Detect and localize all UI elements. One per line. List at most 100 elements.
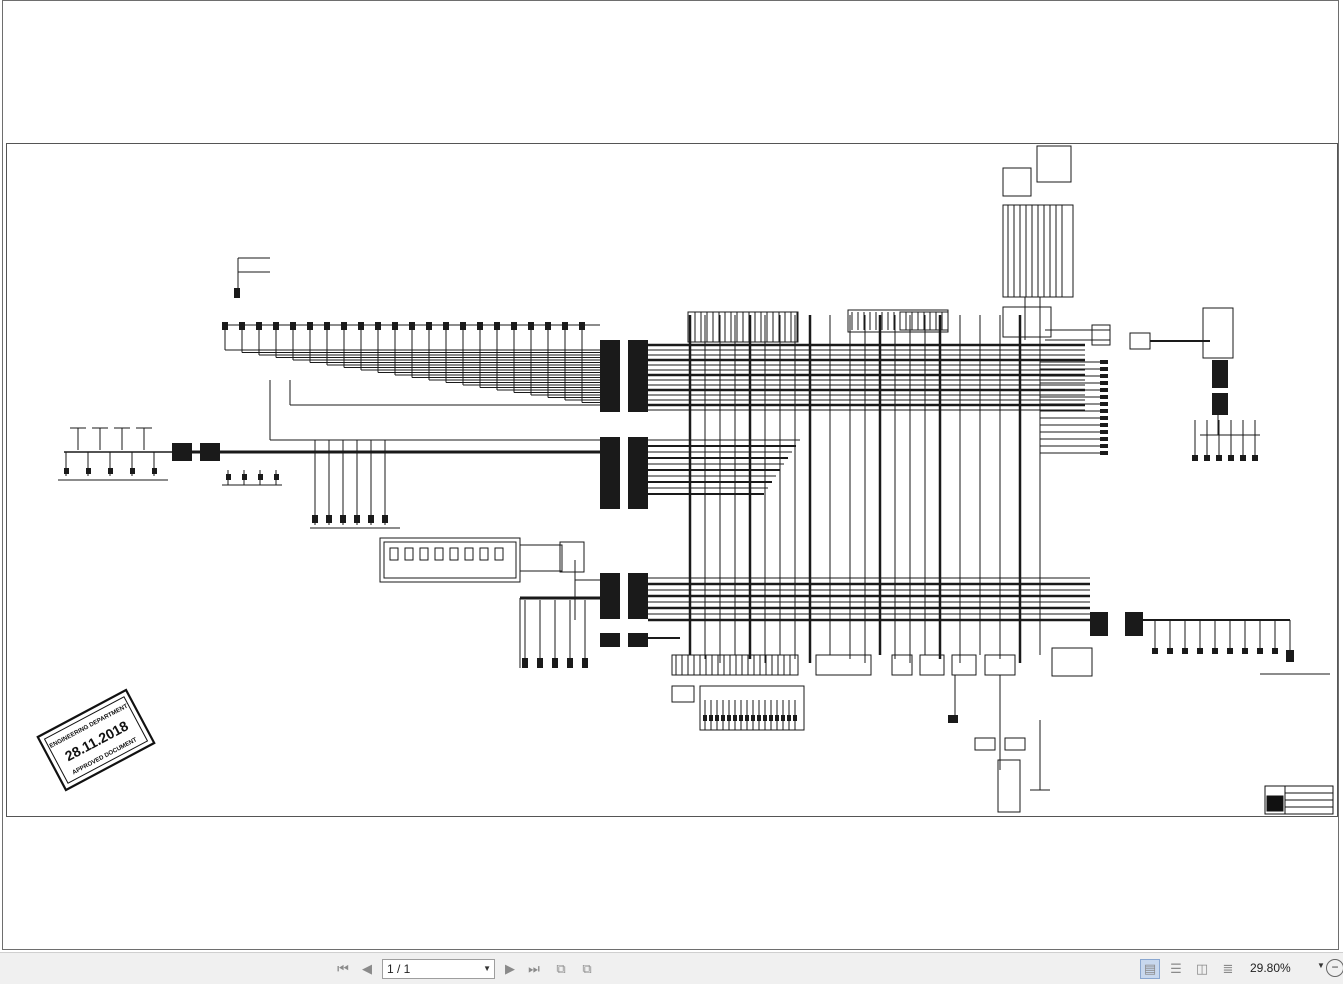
component-box [559, 541, 585, 573]
first-page-icon[interactable]: ⏮ [337, 961, 349, 977]
page-number-field[interactable]: 1 / 1 ▼ [382, 959, 495, 979]
component-box [1002, 204, 1074, 298]
component-box [537, 658, 543, 668]
component-box [699, 685, 805, 731]
component-box [951, 654, 977, 676]
component-box [984, 654, 1016, 676]
component-box [1051, 647, 1093, 677]
component-box [383, 541, 517, 579]
component-box [443, 322, 449, 330]
next-page-icon[interactable]: ▶ [505, 961, 515, 977]
component-box [671, 654, 799, 676]
component-box [375, 322, 381, 330]
component-box [1100, 360, 1108, 364]
continuous-view-icon[interactable]: ☰ [1170, 961, 1182, 977]
component-box [1004, 737, 1026, 751]
component-box [1100, 451, 1108, 455]
component-box [1286, 650, 1294, 662]
zoom-out-icon[interactable]: − [1326, 959, 1343, 977]
component-box [739, 715, 743, 721]
component-box [815, 654, 872, 676]
component-box [715, 715, 719, 721]
component-box [519, 544, 563, 572]
component-box [1100, 444, 1108, 448]
component-box [1100, 395, 1108, 399]
component-box [1091, 324, 1111, 346]
component-box [793, 715, 797, 721]
component-box [1002, 167, 1032, 197]
component-box [628, 573, 648, 619]
zoom-dropdown-icon[interactable]: ▼ [1317, 961, 1325, 970]
component-box [562, 322, 568, 330]
component-box [528, 322, 534, 330]
component-box [1228, 455, 1234, 461]
pdf-page [2, 0, 1339, 950]
component-box [1090, 612, 1108, 636]
component-box [419, 547, 429, 561]
previous-page-icon[interactable]: ◀ [362, 961, 372, 977]
component-box [1202, 307, 1234, 359]
component-box [1100, 388, 1108, 392]
component-box [974, 737, 996, 751]
wiring-schematic: ENGINEERING DEPARTMENT 28.11.2018 APPROV… [36, 145, 1334, 815]
component-box [1182, 648, 1188, 654]
component-box [1129, 332, 1151, 350]
component-box [172, 443, 192, 461]
component-box [847, 309, 949, 333]
component-box [582, 658, 588, 668]
component-box [545, 322, 551, 330]
component-box [479, 547, 489, 561]
component-box [464, 547, 474, 561]
component-box [1242, 648, 1248, 654]
zoom-level[interactable]: 29.80% [1250, 961, 1291, 975]
component-box [273, 322, 279, 330]
component-box [948, 715, 958, 723]
component-box [1204, 455, 1210, 461]
component-box [1212, 360, 1228, 388]
document-viewport[interactable]: ENGINEERING DEPARTMENT 28.11.2018 APPROV… [0, 0, 1343, 952]
component-box [1257, 648, 1263, 654]
component-box [389, 547, 399, 561]
previous-view-icon[interactable]: ⧉ [556, 961, 566, 977]
title-block [1264, 785, 1334, 815]
component-box [1197, 648, 1203, 654]
component-box [891, 654, 913, 676]
component-box [1036, 145, 1072, 183]
component-box [368, 515, 374, 523]
continuous-facing-view-icon[interactable]: ≣ [1222, 961, 1234, 977]
component-box [628, 437, 648, 509]
component-box [552, 658, 558, 668]
facing-view-icon[interactable]: ◫ [1195, 961, 1209, 977]
drawing-border [6, 143, 1338, 817]
component-box [256, 322, 262, 330]
component-box [787, 715, 791, 721]
component-box [671, 685, 695, 703]
single-page-view-icon[interactable]: ▤ [1140, 959, 1160, 979]
component-box [326, 515, 332, 523]
wire-bundles [58, 205, 1330, 791]
component-box [1100, 437, 1108, 441]
component-box [341, 322, 347, 330]
component-box [579, 322, 585, 330]
component-box [449, 547, 459, 561]
component-box [600, 340, 620, 412]
component-box [434, 547, 444, 561]
component-box [899, 311, 949, 331]
pdf-toolbar: ⏮ ◀ 1 / 1 ▼ ▶ ⏭ ⧉ ⧉ ▤ ☰ ◫ ≣ 29.80% ▼ − [0, 952, 1343, 984]
component-box [477, 322, 483, 330]
component-box [1216, 455, 1222, 461]
component-box [757, 715, 761, 721]
component-box [1152, 648, 1158, 654]
component-box [382, 515, 388, 523]
last-page-icon[interactable]: ⏭ [528, 961, 540, 977]
component-box [1240, 455, 1246, 461]
component-box [1100, 381, 1108, 385]
next-view-icon[interactable]: ⧉ [582, 961, 592, 977]
component-box [1100, 409, 1108, 413]
component-box [709, 715, 713, 721]
component-box [222, 322, 228, 330]
component-box [1167, 648, 1173, 654]
component-box [1192, 455, 1198, 461]
component-box [494, 547, 504, 561]
component-box [64, 468, 69, 474]
